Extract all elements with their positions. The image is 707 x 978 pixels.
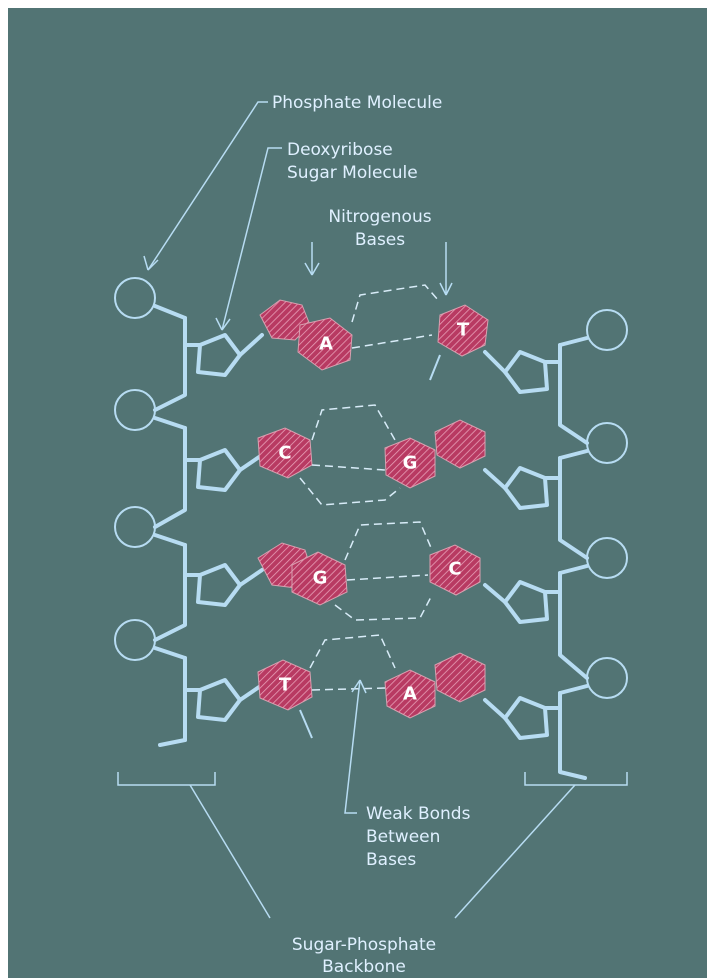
base-letter-right-2: G <box>403 453 418 474</box>
hydrogen-bond-4 <box>309 634 396 691</box>
label-weak-bonds-2: Between <box>366 827 440 847</box>
base-letter-right-1: T <box>457 320 470 341</box>
label-deoxyribose-1: Deoxyribose <box>287 140 393 160</box>
sugar-right-4 <box>503 696 549 740</box>
sugar-left-2 <box>196 448 242 492</box>
sugar-left-1 <box>196 333 242 377</box>
sugar-right-1 <box>503 350 549 394</box>
right-backbone <box>483 309 628 780</box>
base-ring-left-3 <box>291 551 348 606</box>
sugar-right-3 <box>503 580 549 624</box>
pointer-lines <box>117 101 628 919</box>
sugar-left-3 <box>196 563 242 607</box>
label-weak-bonds-1: Weak Bonds <box>366 804 471 824</box>
phosphate-right-1 <box>586 309 628 351</box>
sugar-right-2 <box>503 466 549 510</box>
base-ring-left-4 <box>257 659 313 711</box>
hydrogen-bond-1 <box>351 284 439 349</box>
base-letter-right-4: A <box>403 684 417 705</box>
base-letter-left-2: C <box>278 443 291 464</box>
base-ring-right-4 <box>384 669 436 719</box>
label-backbone-1: Sugar-Phosphate <box>292 935 436 955</box>
base-ring-left-1 <box>297 317 353 371</box>
sugar-left-4 <box>196 678 242 722</box>
label-nitrogenous-2: Bases <box>355 230 405 250</box>
label-phosphate: Phosphate Molecule <box>272 93 442 113</box>
hydrogen-bond-3 <box>334 521 433 621</box>
base-pair-2: C G <box>257 404 486 506</box>
base-ring-right-3 <box>429 544 481 596</box>
base-letter-left-3: G <box>313 568 328 589</box>
base-letter-left-4: T <box>279 675 292 696</box>
phosphate-left-1 <box>114 277 156 319</box>
base-ring-right-4-outer <box>434 652 486 703</box>
hydrogen-bond-2 <box>299 404 401 506</box>
base-pair-1: A T <box>259 284 489 381</box>
base-ring-right-2 <box>384 437 436 489</box>
base-ring-right-2-outer <box>434 419 486 469</box>
base-letter-right-3: C <box>448 559 461 580</box>
left-backbone <box>114 277 264 747</box>
base-letter-left-1: A <box>319 334 333 355</box>
diagram-background <box>8 8 707 978</box>
base-pair-3: G C <box>257 521 481 621</box>
base-ring-right-1 <box>437 304 489 357</box>
label-weak-bonds-3: Bases <box>366 850 416 870</box>
label-deoxyribose-2: Sugar Molecule <box>287 163 418 183</box>
label-nitrogenous-1: Nitrogenous <box>328 207 431 227</box>
label-backbone-2: Backbone <box>322 957 406 977</box>
base-pair-4: T A <box>257 634 486 739</box>
